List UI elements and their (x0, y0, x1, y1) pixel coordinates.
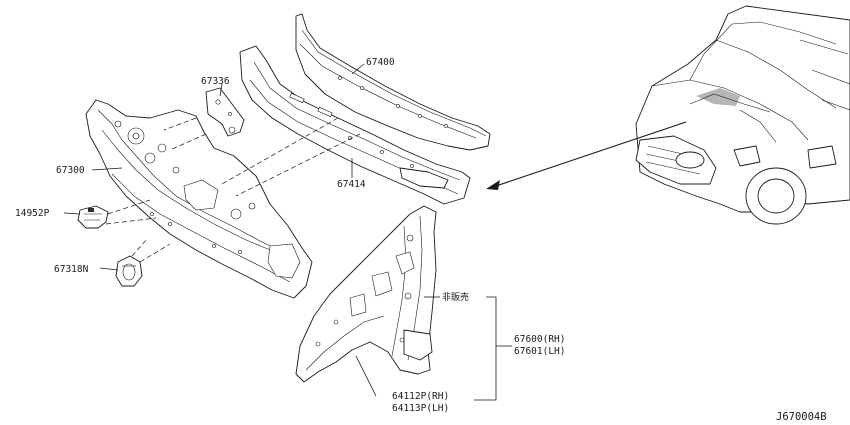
dash-panel-part (85, 99, 313, 299)
leader-lines (63, 63, 512, 401)
label-67600: 67600(RH) (514, 334, 565, 345)
cowl-top-upper-part (295, 13, 491, 151)
hoodledge-part (295, 205, 437, 383)
label-64112P: 64112P(RH) (392, 391, 449, 402)
vehicle-reference-view (635, 5, 850, 225)
label-67414: 67414 (337, 179, 366, 190)
grommet-part (115, 255, 143, 287)
label-14952P: 14952P (15, 208, 50, 219)
pointer-arrow (486, 121, 687, 190)
clip-part (77, 205, 109, 229)
label-67601: 67601(LH) (514, 346, 565, 357)
cowl-top-lower-part (239, 45, 471, 205)
assembly-dashed-lines (105, 117, 361, 263)
label-not-sold: 非販売 (442, 291, 469, 303)
label-67300: 67300 (56, 165, 85, 176)
label-67318N: 67318N (54, 264, 89, 275)
diagram-code: J670004B (776, 411, 827, 423)
label-67400: 67400 (366, 57, 395, 68)
bracket-part (205, 87, 245, 137)
label-67336: 67336 (201, 76, 230, 87)
label-64113P: 64113P(LH) (392, 403, 449, 414)
